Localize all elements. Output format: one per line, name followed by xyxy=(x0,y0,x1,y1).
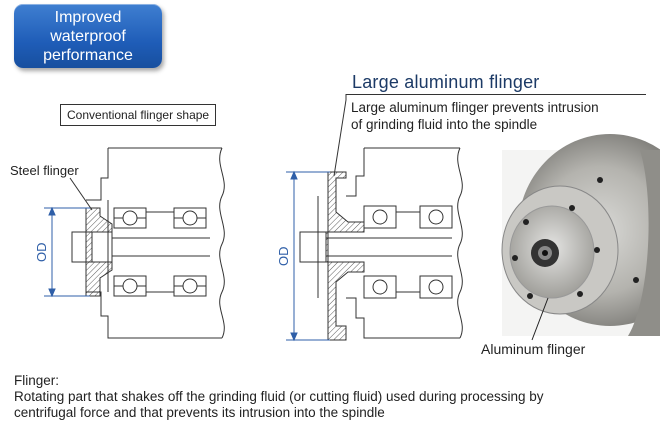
description-line-1: Large aluminum flinger prevents intrusio… xyxy=(351,100,599,115)
left-od-label: OD xyxy=(34,243,49,263)
badge-line-2: waterproof xyxy=(50,27,126,45)
middle-od-dimension xyxy=(286,170,330,342)
aluminum-flinger-label: Aluminum flinger xyxy=(481,341,586,357)
aluminum-flinger-part xyxy=(325,171,365,341)
improved-waterproof-badge: Improved waterproof performance xyxy=(14,4,162,68)
middle-od-label: OD xyxy=(276,247,291,267)
conventional-cross-section xyxy=(71,147,225,339)
description-line-2: of grinding fluid into the spindle xyxy=(351,117,538,132)
aluminum-cross-section xyxy=(299,147,463,339)
steel-flinger-label: Steel flinger xyxy=(10,163,79,178)
aluminum-flinger-leader xyxy=(531,297,549,341)
left-od-dimension xyxy=(44,206,90,298)
steel-flinger-part xyxy=(85,207,113,297)
large-aluminum-title: Large aluminum flinger xyxy=(352,72,540,92)
caption-line-1: Rotating part that shakes off the grindi… xyxy=(14,389,544,404)
spindle-photo xyxy=(501,134,660,336)
title-underline xyxy=(346,94,646,95)
flinger-definition: Flinger: Rotating part that shakes off t… xyxy=(14,373,654,421)
caption-line-2: centrifugal force and that prevents its … xyxy=(14,405,385,420)
badge-line-3: performance xyxy=(43,46,133,64)
conventional-flinger-label: Conventional flinger shape xyxy=(60,104,217,126)
large-aluminum-description: Large aluminum flinger prevents intrusio… xyxy=(351,99,651,133)
aluminum-title-leader xyxy=(333,94,347,177)
steel-flinger-leader xyxy=(69,177,93,211)
caption-heading: Flinger: xyxy=(14,373,60,388)
badge-line-1: Improved xyxy=(54,8,122,26)
